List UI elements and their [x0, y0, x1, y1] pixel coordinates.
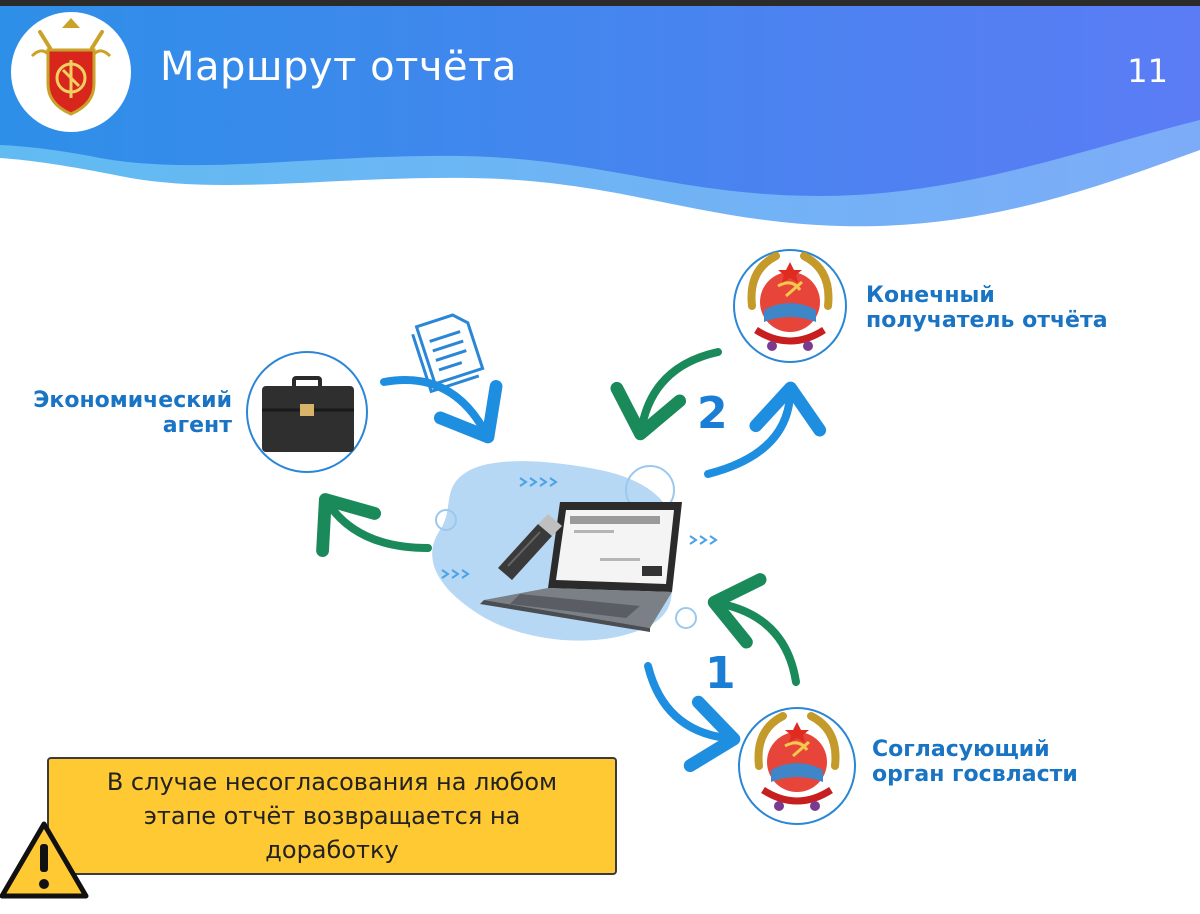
note-line-1: В случае несогласования на любом	[106, 768, 558, 796]
approving-body-label-line-2: орган госвласти	[872, 762, 1078, 787]
agent-label-line-2: агент	[162, 413, 232, 438]
emblem-logo	[11, 12, 131, 132]
final-recipient-label-line-1: Конечный	[866, 283, 995, 308]
top-border	[0, 0, 1200, 6]
final-recipient-label: Конечный получатель отчёта	[866, 283, 1108, 333]
step-number-2: 2	[697, 388, 728, 439]
approving-body-label-line-1: Согласующий	[872, 737, 1050, 762]
agent-label: Экономический агент	[0, 388, 232, 438]
agent-label-line-1: Экономический	[33, 388, 232, 413]
slide-number: 11	[1127, 52, 1168, 90]
note-line-3: доработку	[265, 836, 399, 864]
approving-body-label: Согласующий орган госвласти	[872, 737, 1078, 787]
step-number-1: 1	[705, 648, 736, 699]
final-recipient-label-line-2: получатель отчёта	[866, 308, 1108, 333]
header-wave	[0, 0, 1200, 227]
page-title: Маршрут отчёта	[160, 44, 517, 90]
warning-note: В случае несогласования на любом этапе о…	[47, 757, 617, 875]
note-line-2: этапе отчёт возвращается на	[143, 802, 521, 830]
